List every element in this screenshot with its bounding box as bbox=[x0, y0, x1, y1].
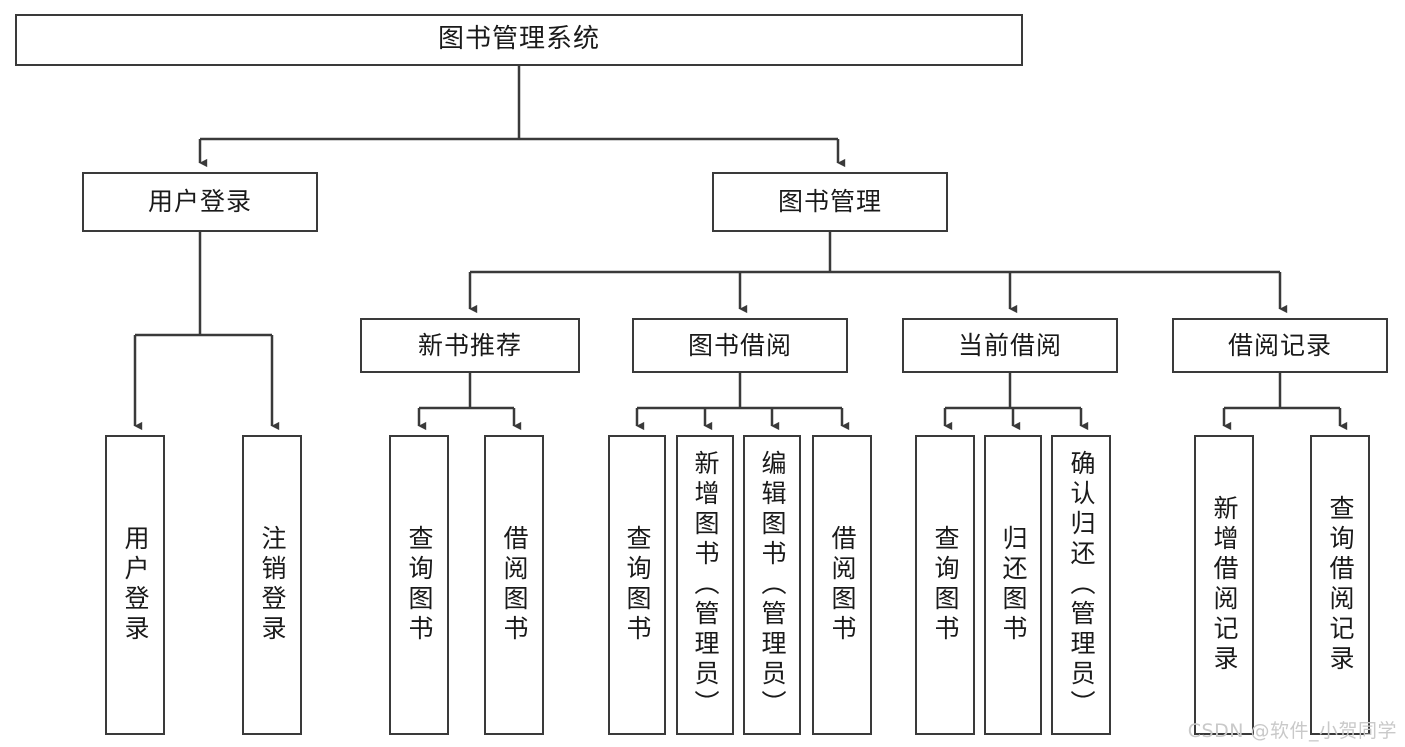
leaf-record-add-record[interactable]: 新增借阅记录 bbox=[1194, 435, 1254, 735]
node-label: 借阅图书 bbox=[500, 525, 529, 645]
leaf-borrow-query-book[interactable]: 查询图书 bbox=[608, 435, 666, 735]
leaf-borrow-edit-book-admin[interactable]: 编辑图书（管理员） bbox=[743, 435, 801, 735]
leaf-current-query-book[interactable]: 查询图书 bbox=[915, 435, 975, 735]
node-current-borrow[interactable]: 当前借阅 bbox=[902, 318, 1118, 373]
node-label: 新增图书（管理员） bbox=[691, 450, 720, 720]
node-label: 借阅图书 bbox=[828, 525, 857, 645]
leaf-user-login-signout[interactable]: 注销登录 bbox=[242, 435, 302, 735]
node-label: 编辑图书（管理员） bbox=[758, 450, 787, 720]
node-label: 新书推荐 bbox=[417, 330, 522, 360]
node-label: 当前借阅 bbox=[957, 330, 1062, 360]
node-new-book-recommend[interactable]: 新书推荐 bbox=[360, 318, 580, 373]
node-label: 查询图书 bbox=[623, 525, 652, 645]
leaf-record-query-record[interactable]: 查询借阅记录 bbox=[1310, 435, 1370, 735]
node-label: 注销登录 bbox=[258, 525, 287, 645]
node-label: 新增借阅记录 bbox=[1210, 495, 1239, 675]
leaf-borrow-borrow-book[interactable]: 借阅图书 bbox=[812, 435, 872, 735]
node-label: 用户登录 bbox=[147, 187, 252, 216]
node-label: 确认归还（管理员） bbox=[1067, 450, 1096, 720]
leaf-recommend-borrow-book[interactable]: 借阅图书 bbox=[484, 435, 544, 735]
node-label: 查询借阅记录 bbox=[1326, 495, 1355, 675]
node-label: 图书借阅 bbox=[687, 330, 792, 360]
leaf-borrow-add-book-admin[interactable]: 新增图书（管理员） bbox=[676, 435, 734, 735]
watermark-text: CSDN @软件_小贺同学 bbox=[1187, 720, 1397, 742]
leaf-recommend-query-book[interactable]: 查询图书 bbox=[389, 435, 449, 735]
node-root-system[interactable]: 图书管理系统 bbox=[15, 14, 1023, 66]
leaf-current-return-book[interactable]: 归还图书 bbox=[984, 435, 1042, 735]
node-label: 归还图书 bbox=[999, 525, 1028, 645]
node-label: 图书管理系统 bbox=[437, 24, 600, 55]
node-user-login[interactable]: 用户登录 bbox=[82, 172, 318, 232]
node-label: 查询图书 bbox=[405, 525, 434, 645]
leaf-user-login-signin[interactable]: 用户登录 bbox=[105, 435, 165, 735]
node-borrow-record[interactable]: 借阅记录 bbox=[1172, 318, 1388, 373]
node-label: 借阅记录 bbox=[1227, 330, 1332, 360]
leaf-current-confirm-return-admin[interactable]: 确认归还（管理员） bbox=[1051, 435, 1111, 735]
node-label: 图书管理 bbox=[777, 187, 882, 216]
node-book-borrow[interactable]: 图书借阅 bbox=[632, 318, 848, 373]
node-label: 查询图书 bbox=[931, 525, 960, 645]
node-book-management[interactable]: 图书管理 bbox=[712, 172, 948, 232]
node-label: 用户登录 bbox=[121, 525, 150, 645]
